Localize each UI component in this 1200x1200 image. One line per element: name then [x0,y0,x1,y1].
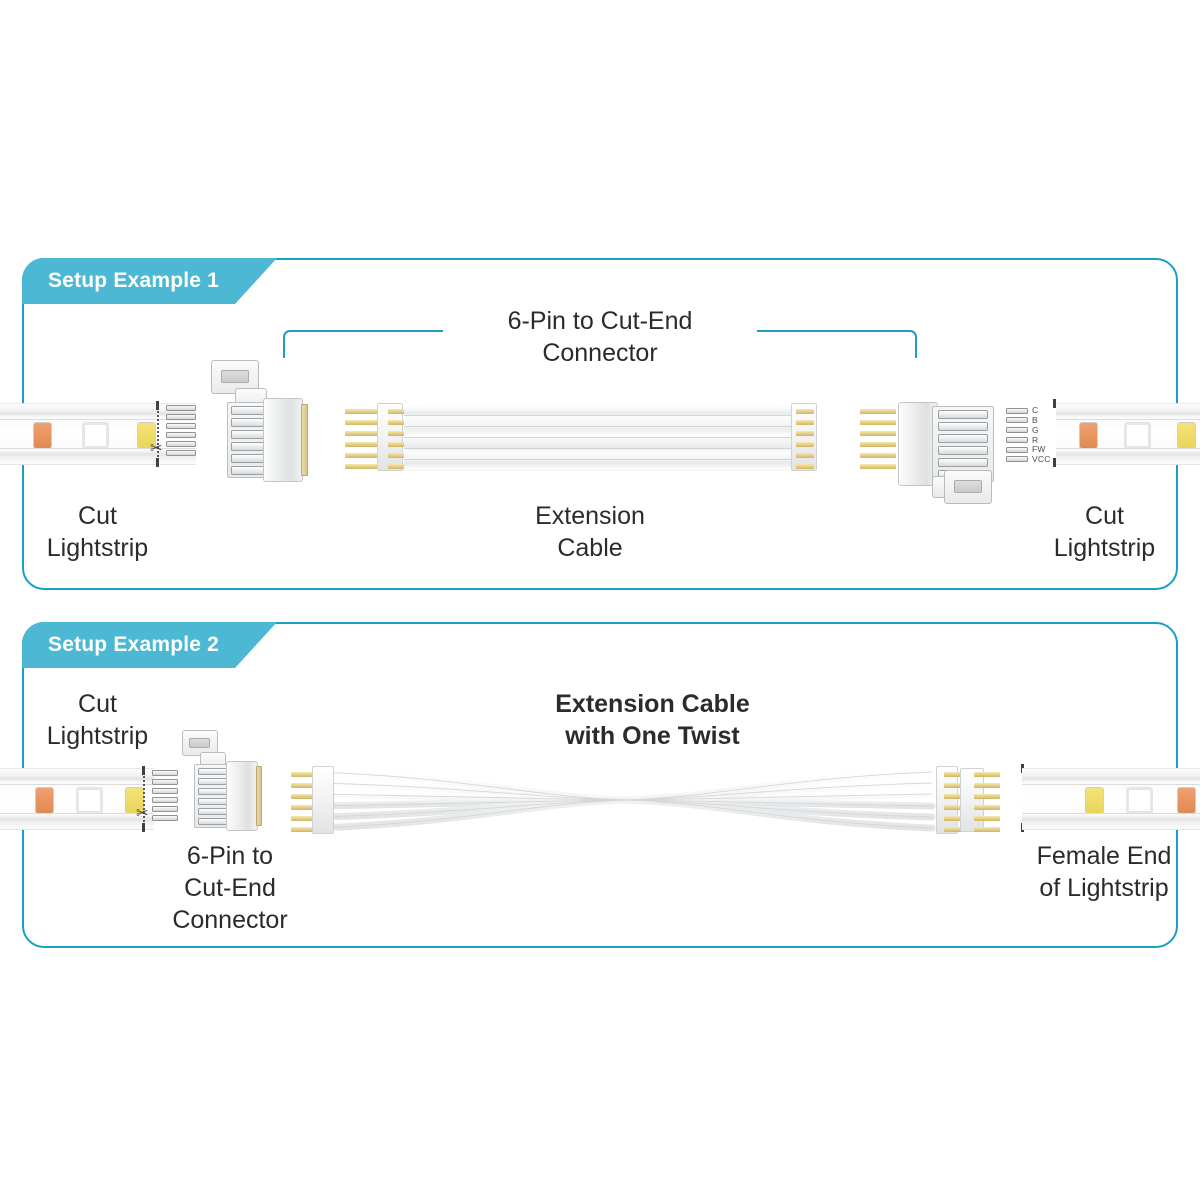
cut-tick-top-1 [156,401,159,410]
bracket-gap-mask [443,322,757,338]
label-connector-2: 6-Pin to Cut-End Connector [172,842,288,934]
led-yellow [1178,423,1195,448]
led-orange [1178,788,1195,813]
pin-row: G [1006,426,1052,435]
pin-bar-icon [1006,456,1028,463]
cable-ferrule-left-1 [377,403,403,471]
label-extension-cable-twist: Extension Cable with One Twist [555,690,750,750]
led-orange [34,423,51,448]
pin-row: C [1006,406,1052,415]
cut-line-3 [143,772,145,826]
led-orange [1080,423,1097,448]
connector-body [263,398,303,482]
cut-line-1 [157,407,159,461]
pin-bar-icon [1006,407,1028,414]
pin-bar-icon [1006,436,1028,443]
connector-body [898,402,938,486]
label-female-end: Female End of Lightstrip [1036,842,1172,902]
cable-ferrule-left-2 [312,766,334,834]
lightstrip-left-1 [0,403,196,465]
label-cut-lightstrip-left-1: Cut Lightstrip [46,502,149,562]
connector-bracket-label: 6-Pin to Cut-End Connector [507,307,693,367]
pin-bar-icon [1006,427,1028,434]
lightstrip-left-2 [0,768,154,830]
cable-ferrule-right-1 [791,403,817,471]
cut-tick-top-2 [1053,399,1056,408]
connector-lever-hole [221,370,249,383]
label-extension-cable-1: Extension Cable [535,502,645,562]
connector-gold-face [256,766,262,826]
extension-cable-twisted-2 [286,752,966,848]
strip-contact-pads-left-2 [152,769,180,829]
pin-bar-icon [1006,417,1028,424]
setup-example-2-title: Setup Example 2 [48,633,220,656]
cut-tick-bottom-1 [156,458,159,467]
connector-body [226,761,258,831]
label-cut-lightstrip-left-2: Cut Lightstrip [46,690,149,750]
pin-bar-icon [1006,446,1028,453]
twisted-cable-svg [316,768,936,832]
cable-plug-shell-2 [960,768,984,832]
led-white [1124,422,1151,449]
setup-example-1-title: Setup Example 1 [48,269,220,292]
led-white [76,787,103,814]
connector-left-1 [205,358,325,486]
connector-gold-face [301,404,308,476]
cut-tick-top-3 [142,766,145,775]
connector-right-1 [888,366,1010,506]
setup-example-1-ribbon: Setup Example 1 [22,258,277,304]
cut-tick-bottom-3 [142,823,145,832]
connector-left-2 [178,730,278,840]
led-yellow [126,788,143,813]
connector-lever-hole [954,480,982,493]
led-yellow [138,423,155,448]
pin-row: R [1006,435,1052,444]
pin-label-group-1: C B G R FW VCC [1006,406,1052,464]
setup-example-2-ribbon: Setup Example 2 [22,622,277,668]
strip-contact-pads-left-1 [166,404,198,464]
pin-row: FW [1006,445,1052,454]
scissors-icon-1: ✂ [150,440,163,457]
cable-ribbon-body-1 [404,404,794,471]
pin-row: B [1006,416,1052,425]
led-white [82,422,109,449]
led-yellow [1086,788,1103,813]
scissors-icon-2: ✂ [136,805,149,822]
cut-tick-bottom-2 [1053,458,1056,467]
lightstrip-right-2 [1022,768,1200,830]
led-white [1126,787,1153,814]
led-orange [36,788,53,813]
label-cut-lightstrip-right-1: Cut Lightstrip [1053,502,1156,562]
lightstrip-right-1 [1056,403,1200,465]
pin-row: VCC [1006,455,1052,464]
connector-lever-hole [189,738,210,748]
